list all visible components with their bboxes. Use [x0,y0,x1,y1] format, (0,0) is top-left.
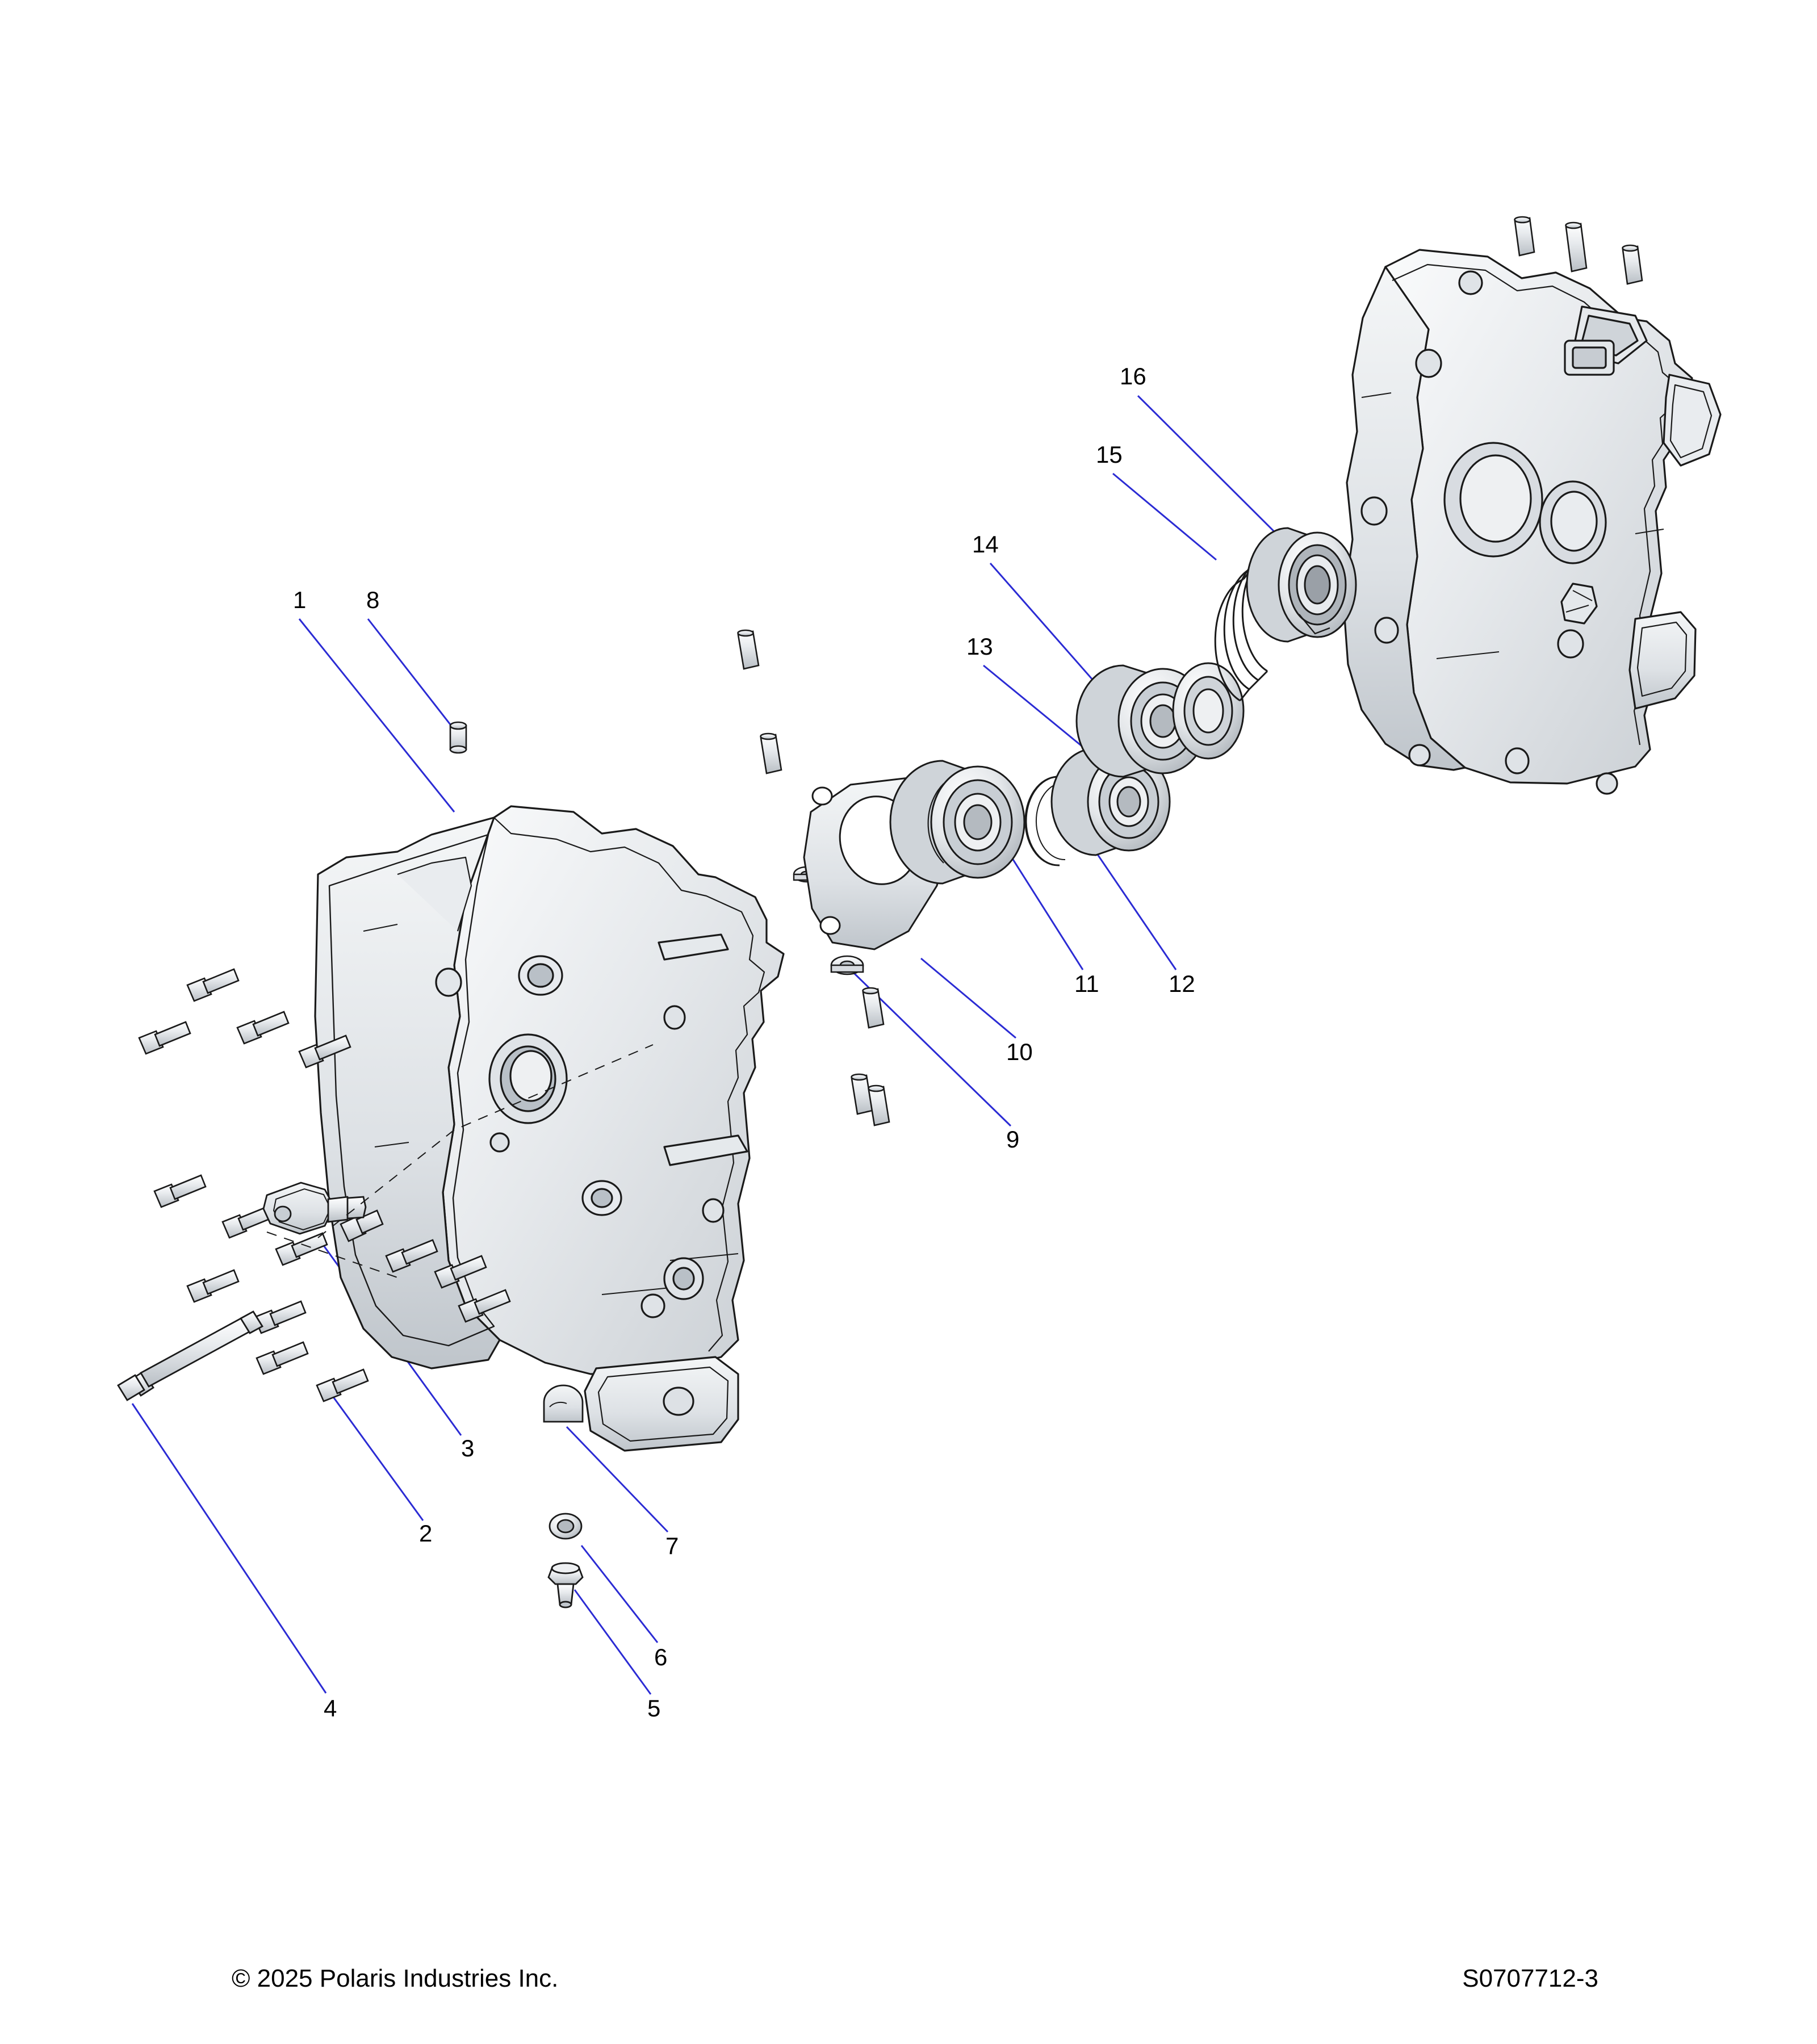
bearing-retainer-bracket [262,1182,367,1235]
crankshaft-seal-16 [1246,527,1357,643]
callout-13: 13 [966,633,993,660]
left-crankcase-half [314,805,785,1452]
dowel-pins [737,216,1643,1126]
long-through-bolt [117,1310,263,1401]
callout-9: 9 [1006,1126,1020,1153]
expansion-plug-7 [543,1384,584,1423]
ball-bearing-14 [1075,662,1245,778]
o-ring-6 [549,1513,583,1540]
callout-1: 1 [293,587,307,613]
callout-3: 3 [461,1435,475,1461]
callout-15: 15 [1096,441,1123,468]
callout-16: 16 [1120,363,1146,389]
callout-4: 4 [324,1695,337,1722]
callout-12: 12 [1169,970,1195,997]
ball-bearing-13 [1050,747,1171,856]
ball-bearing-11 [889,760,1025,885]
copyright-notice: © 2025 Polaris Industries Inc. [232,1965,559,1992]
callout-14: 14 [972,531,999,558]
right-crankcase-half [1342,249,1722,795]
callout-8: 8 [366,587,380,613]
flange-washer-9 [830,955,864,975]
callout-10: 10 [1006,1038,1033,1065]
figure-number: S0707712-3 [1462,1965,1598,1992]
callout-6: 6 [654,1644,668,1670]
callout-2: 2 [419,1520,433,1547]
dowel-pin-8 [449,721,467,754]
crankcase-bolts [138,968,511,1402]
callout-7: 7 [665,1532,679,1559]
assembly-reference-lines [266,1044,654,1278]
retaining-ring-12 [1024,776,1066,866]
callout-11: 11 [1074,970,1099,997]
drain-plug-5 [547,1562,584,1609]
callout-5: 5 [647,1695,661,1722]
